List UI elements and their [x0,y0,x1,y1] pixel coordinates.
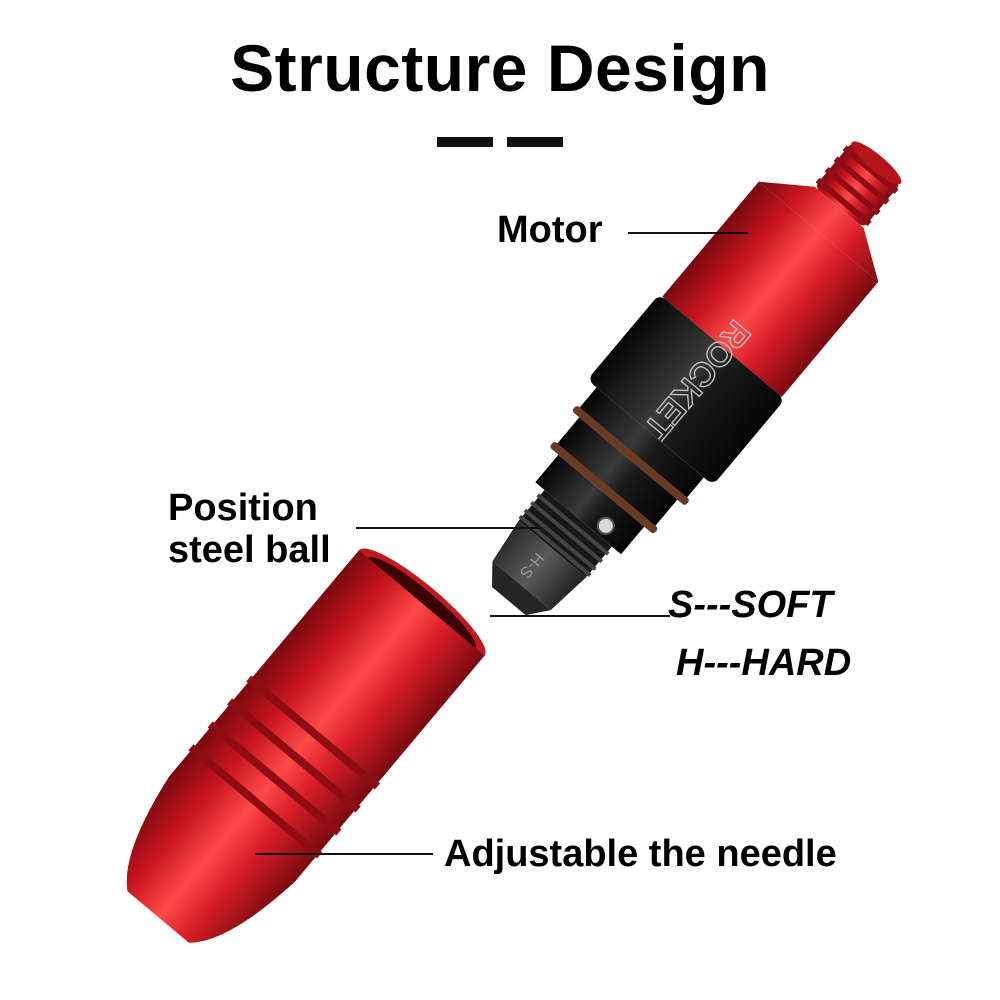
hard-label: H---HARD [676,642,852,684]
grip-groove-1 [246,675,381,790]
motor-label: Motor [497,209,603,251]
tip-leader-line [490,615,670,617]
title-underline-bar-left [437,137,493,147]
grip-cover-body [126,550,485,943]
needle-label: Adjustable the needle [444,833,837,875]
steel-ball-leader-line [356,527,540,529]
grip-tip [492,520,587,611]
grip-groove-3 [207,721,342,836]
motor-body [662,181,879,397]
o-ring-2 [550,442,658,534]
title-underline [437,137,563,147]
brand-ring [590,297,782,482]
page-title: Structure Design [230,31,770,105]
motor-assembly: ROCKET II H-S [491,141,902,616]
needle-leader-line [255,853,433,855]
steel-ball-icon [596,516,615,535]
needle-thread [518,490,612,578]
grip-groove-2 [226,698,361,813]
position-label-line1: Position [168,487,318,529]
black-body-lower [554,417,678,529]
position-steel-ball-label: Position steel ball [168,487,331,572]
grip-groove-4 [188,744,323,859]
o-ring-1 [572,406,689,505]
grip-tip-end [491,561,551,616]
title-underline-bar-right [507,137,563,147]
grip-cover [126,548,486,943]
position-label-line2: steel ball [168,528,331,571]
motor-leader-line [628,232,748,234]
soft-label: S---SOFT [668,584,833,626]
black-collar [577,387,704,501]
black-body-step [535,454,645,555]
thread-connector [815,141,902,227]
